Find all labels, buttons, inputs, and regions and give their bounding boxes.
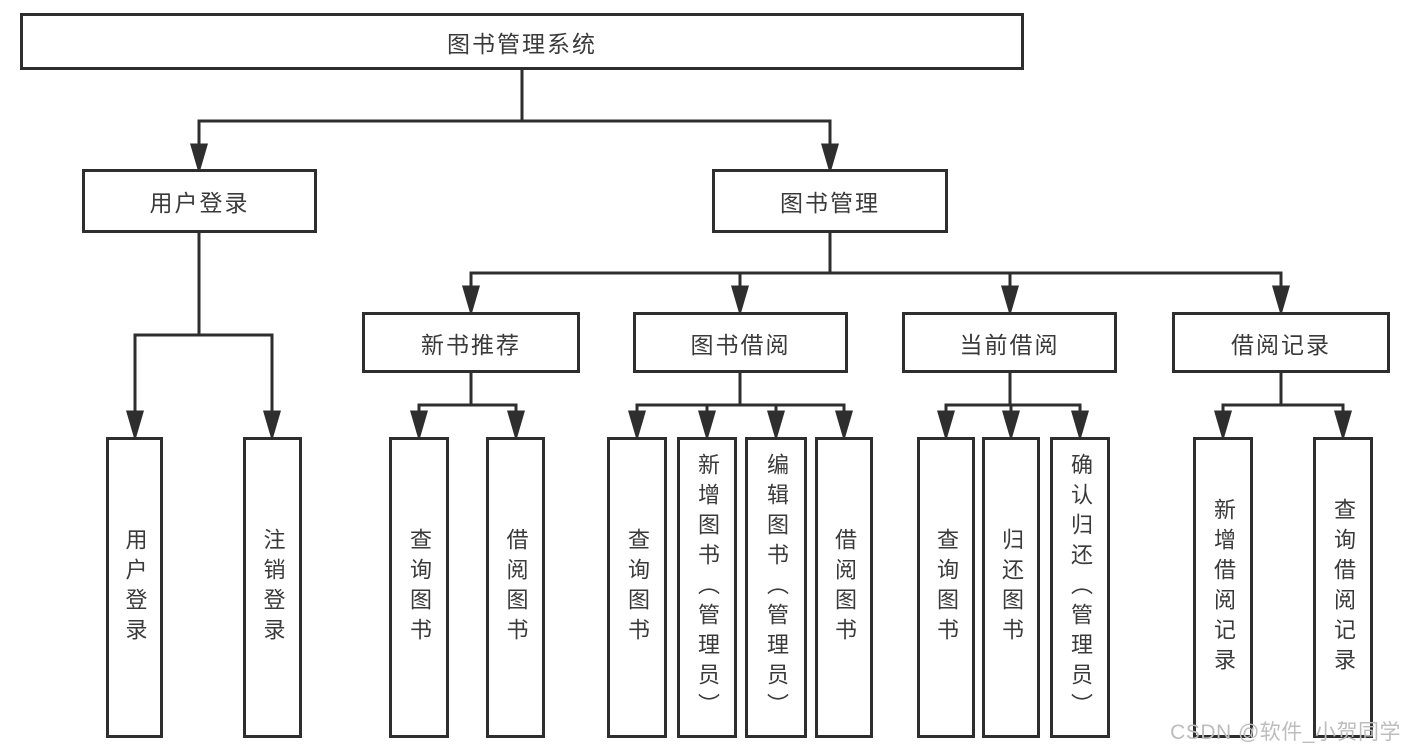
node-library-management-system: 图书管理系统 [20, 13, 1024, 70]
leaf-br-query-borrow-record: 查询借阅记录 [1313, 437, 1373, 738]
leaf-bb-borrow-books: 借阅图书 [815, 437, 873, 738]
leaf-bb-add-books-admin: 新增图书（管理员） [677, 437, 737, 738]
leaf-label: 确认归还（管理员） [1068, 452, 1093, 723]
leaf-user-login: 用户登录 [106, 437, 163, 738]
leaf-label: 查询图书 [625, 527, 650, 648]
node-borrowing-records: 借阅记录 [1172, 312, 1390, 373]
leaf-br-add-borrow-record: 新增借阅记录 [1193, 437, 1253, 738]
node-label: 图书借阅 [690, 331, 791, 358]
leaf-label: 借阅图书 [832, 527, 857, 648]
node-book-borrowing: 图书借阅 [633, 312, 848, 373]
node-new-book-recommendation: 新书推荐 [362, 312, 580, 373]
leaf-cb-return-books: 归还图书 [982, 437, 1040, 738]
leaf-label: 编辑图书（管理员） [764, 452, 789, 723]
leaf-label: 查询图书 [934, 527, 959, 648]
leaf-cb-confirm-return-admin: 确认归还（管理员） [1050, 437, 1110, 738]
leaf-cb-query-books: 查询图书 [917, 437, 975, 738]
watermark: CSDN @软件_小贺同学 [1170, 721, 1401, 744]
leaf-label: 新增借阅记录 [1211, 497, 1236, 678]
leaf-bb-edit-books-admin: 编辑图书（管理员） [745, 437, 807, 738]
node-label: 当前借阅 [959, 331, 1060, 358]
node-label: 用户登录 [149, 190, 250, 216]
node-user-login: 用户登录 [82, 169, 317, 233]
node-book-management: 图书管理 [712, 169, 948, 233]
node-label: 新书推荐 [421, 331, 521, 358]
leaf-label: 新增图书（管理员） [695, 452, 720, 723]
node-label: 图书管理系统 [447, 30, 597, 57]
leaf-nbr-query-books: 查询图书 [389, 437, 449, 738]
leaf-label: 用户登录 [122, 527, 148, 648]
leaf-label: 归还图书 [999, 527, 1024, 648]
leaf-label: 借阅图书 [503, 527, 529, 648]
node-current-borrowing: 当前借阅 [902, 312, 1117, 373]
node-label: 借阅记录 [1231, 331, 1331, 358]
leaf-label: 查询图书 [407, 527, 432, 648]
leaf-label: 查询借阅记录 [1331, 497, 1356, 678]
node-label: 图书管理 [780, 190, 880, 216]
leaf-logout-login: 注销登录 [243, 437, 302, 738]
leaf-bb-query-books: 查询图书 [607, 437, 667, 738]
leaf-nbr-borrow-books: 借阅图书 [486, 437, 545, 738]
leaf-label: 注销登录 [260, 527, 286, 648]
